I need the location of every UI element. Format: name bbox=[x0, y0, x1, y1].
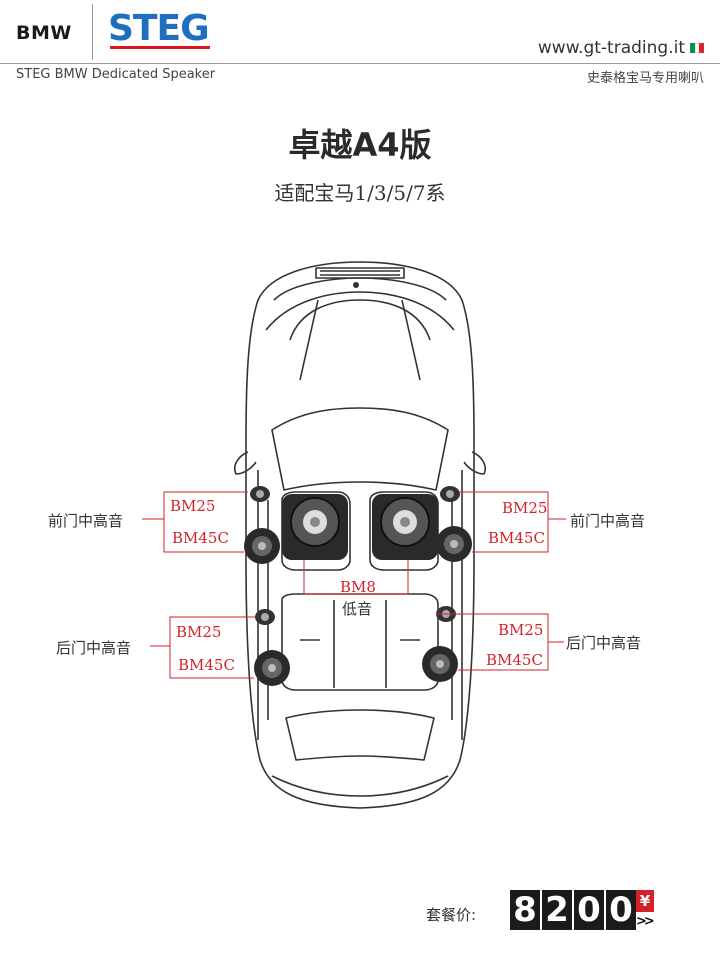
subwoofer-right-icon bbox=[372, 494, 438, 560]
subwoofer-left-icon bbox=[282, 494, 348, 560]
tweeter-rear-left-icon bbox=[255, 609, 275, 625]
price-block: 套餐价: 8 2 0 0 ¥ >> bbox=[418, 890, 708, 940]
currency-yen-icon: ¥ bbox=[636, 890, 654, 912]
product-subtitle: 适配宝马1/3/5/7系 bbox=[274, 181, 446, 205]
front-left-tweeter-model: BM25 bbox=[170, 497, 216, 515]
price-digits: 8 2 0 0 bbox=[510, 890, 636, 930]
subwoofer-label: 低音 bbox=[342, 600, 373, 618]
rear-right-tweeter-model: BM25 bbox=[498, 621, 544, 639]
header: BMW STEG www.gt-trading.it STEG BMW Dedi… bbox=[0, 0, 720, 86]
header-divider bbox=[92, 4, 93, 60]
double-chevron-icon: >> bbox=[636, 914, 655, 929]
product-title: 卓越A4版 bbox=[288, 126, 432, 164]
rear-left-tweeter-model: BM25 bbox=[176, 623, 222, 641]
tweeter-front-left-icon bbox=[250, 486, 270, 502]
midrange-front-right-icon bbox=[436, 526, 472, 562]
front-right-midrange-model: BM45C bbox=[488, 529, 545, 547]
front-right-label: 前门中高音 bbox=[570, 512, 646, 530]
price-digit: 2 bbox=[542, 890, 572, 930]
steg-logo: STEG bbox=[108, 8, 210, 49]
rear-right-midrange-model: BM45C bbox=[486, 651, 543, 669]
midrange-rear-right-icon bbox=[422, 646, 458, 682]
website-link[interactable]: www.gt-trading.it bbox=[537, 38, 705, 58]
price-digit: 0 bbox=[574, 890, 604, 930]
rear-left-midrange-model: BM45C bbox=[178, 656, 235, 674]
midrange-rear-left-icon bbox=[254, 650, 290, 686]
bmw-logo: BMW bbox=[16, 22, 72, 44]
front-right-tweeter-model: BM25 bbox=[502, 499, 548, 517]
italy-flag-icon bbox=[690, 43, 705, 53]
midrange-front-left-icon bbox=[244, 528, 280, 564]
rear-right-label: 后门中高音 bbox=[566, 634, 642, 652]
callout-lines bbox=[142, 491, 566, 679]
subwoofer-model: BM8 bbox=[340, 578, 376, 596]
bmw-roundel-icon bbox=[353, 282, 359, 288]
front-left-midrange-model: BM45C bbox=[172, 529, 229, 547]
price-label: 套餐价: bbox=[426, 906, 477, 924]
price-digit: 0 bbox=[606, 890, 636, 930]
tweeter-front-right-icon bbox=[440, 486, 460, 502]
subtitle-english: STEG BMW Dedicated Speaker bbox=[16, 67, 216, 82]
steg-logo-underline bbox=[110, 46, 210, 49]
front-left-label: 前门中高音 bbox=[48, 512, 124, 530]
header-rule bbox=[0, 63, 720, 64]
price-digit: 8 bbox=[510, 890, 540, 930]
website-text: www.gt-trading.it bbox=[537, 38, 685, 58]
subtitle-chinese: 史泰格宝马专用喇叭 bbox=[586, 71, 704, 86]
rear-left-label: 后门中高音 bbox=[56, 639, 132, 657]
